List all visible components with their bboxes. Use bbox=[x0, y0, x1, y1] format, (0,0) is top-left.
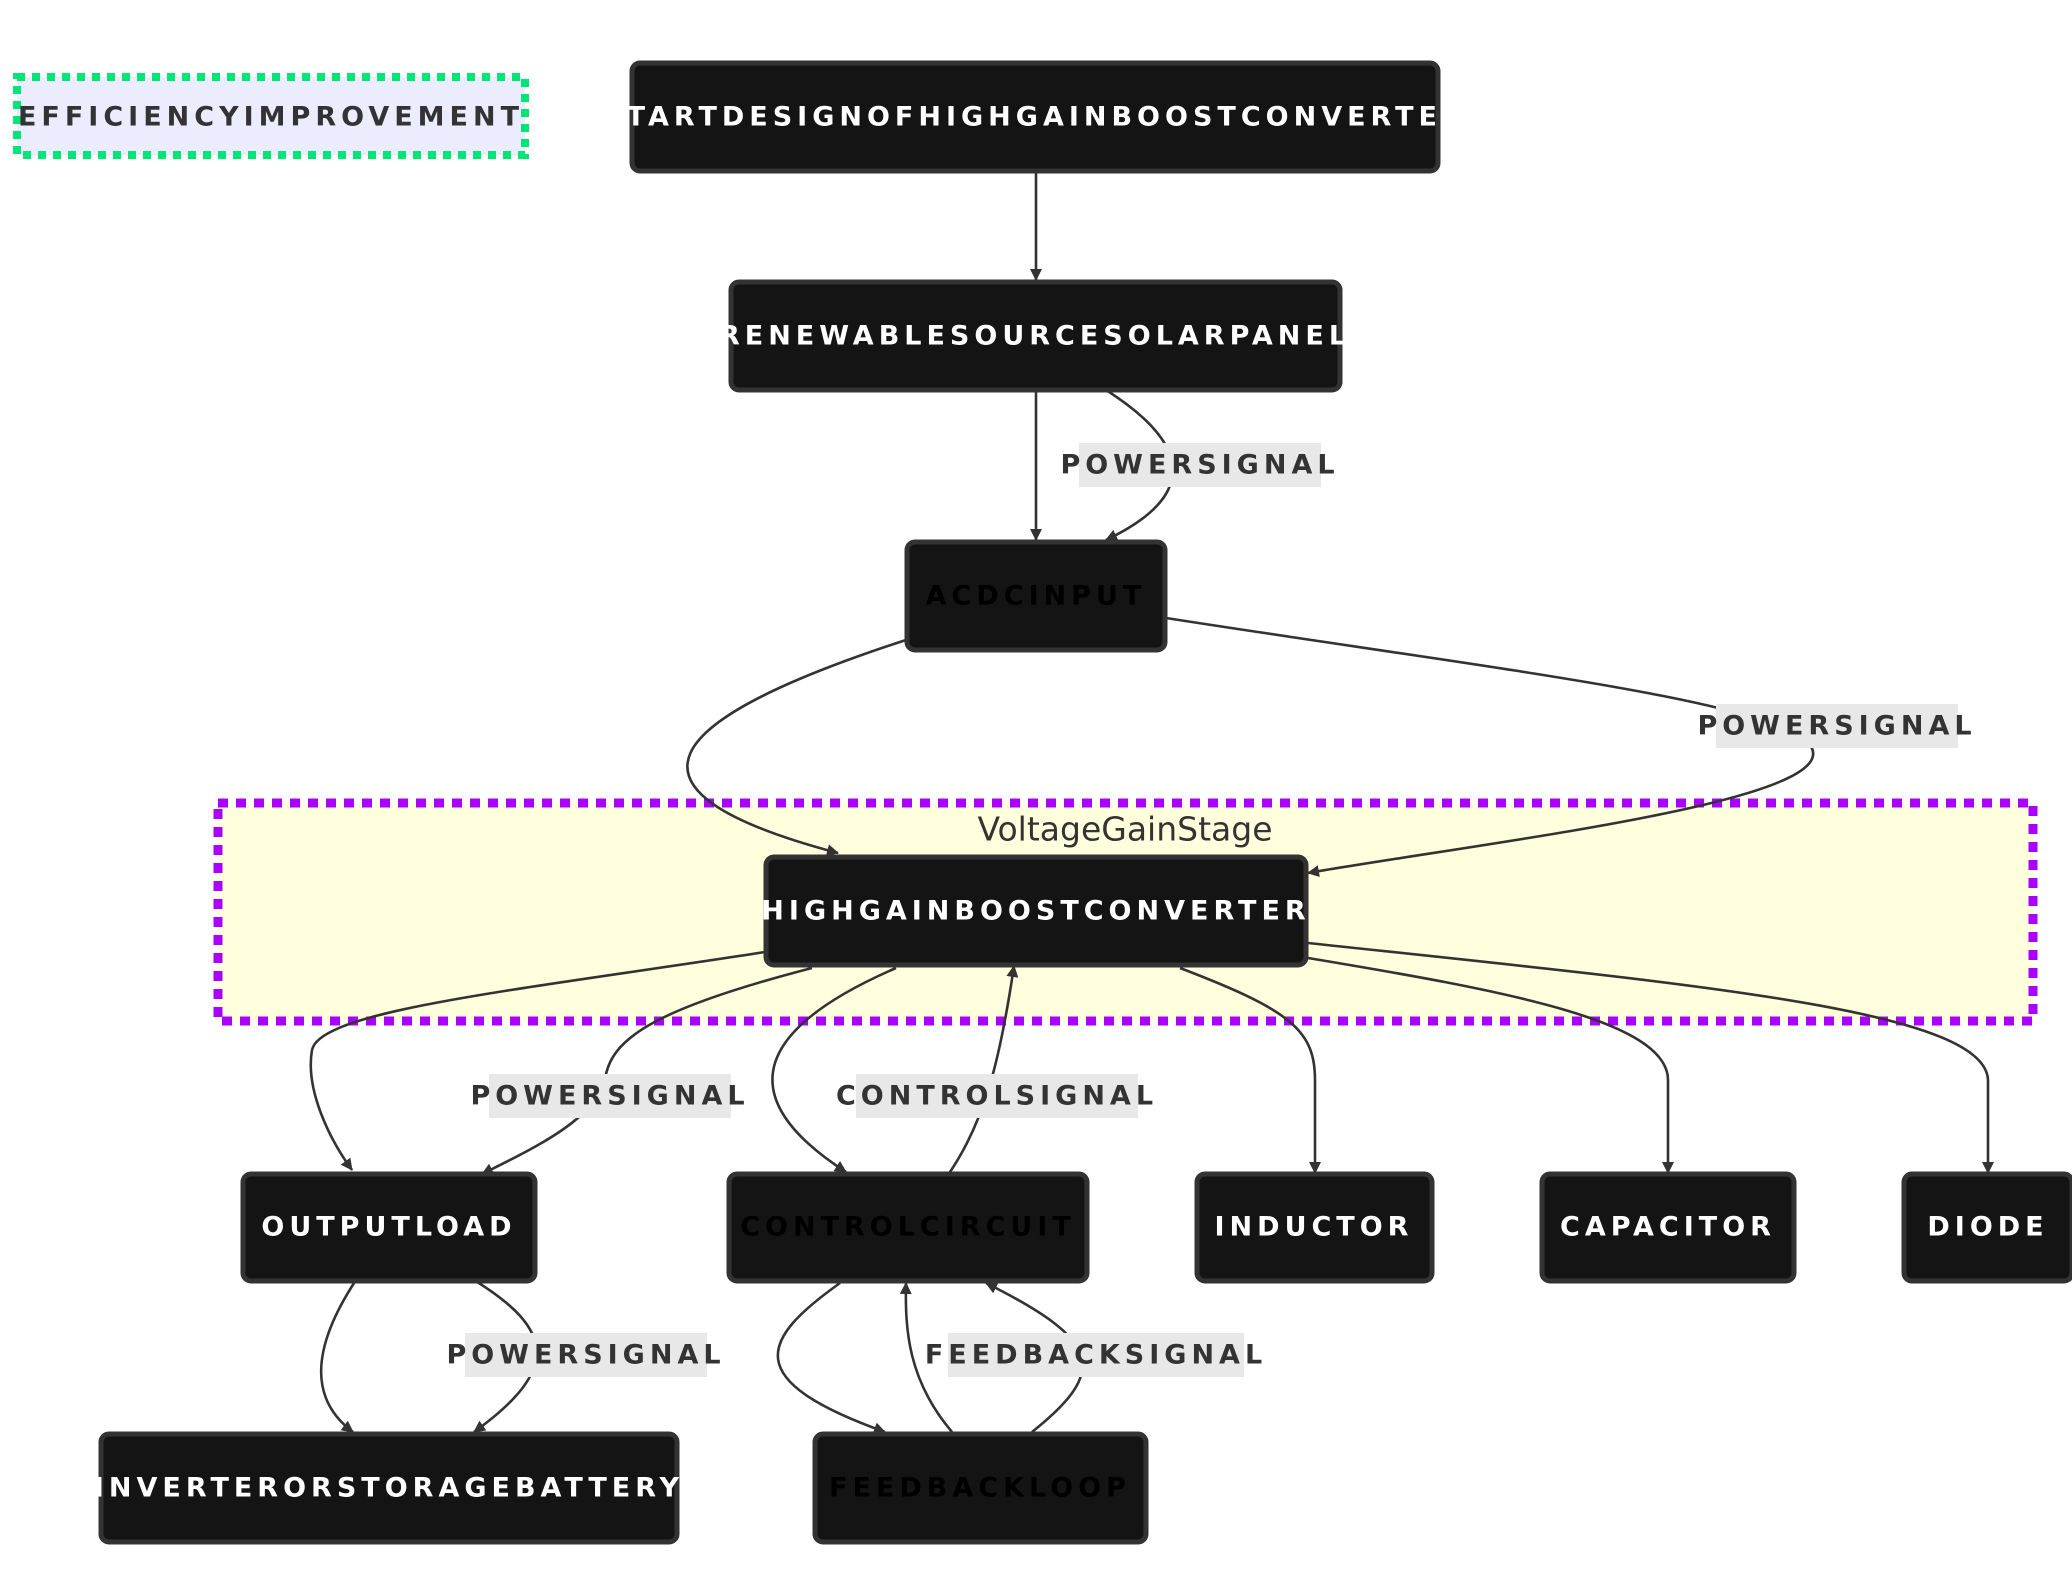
svg-text:OUTPUTLOAD: OUTPUTLOAD bbox=[261, 1212, 516, 1243]
svg-text:POWERSIGNAL: POWERSIGNAL bbox=[1060, 450, 1339, 481]
edges bbox=[309, 172, 1994, 1434]
svg-text:FEEDBACKLOOP: FEEDBACKLOOP bbox=[829, 1473, 1131, 1504]
edge-label-feedback-control: FEEDBACKSIGNAL bbox=[925, 1333, 1267, 1377]
node-acdc-input[interactable]: ACDCINPUT bbox=[904, 539, 1168, 653]
edge-control-feedback bbox=[776, 1281, 886, 1434]
edge-hgbc-diode bbox=[1307, 941, 1994, 1174]
svg-text:CONTROLCIRCUIT: CONTROLCIRCUIT bbox=[740, 1212, 1076, 1243]
edge-hgbc-output-labeled bbox=[481, 966, 813, 1176]
svg-text:POWERSIGNAL: POWERSIGNAL bbox=[446, 1340, 725, 1371]
edge-output-battery bbox=[319, 1279, 358, 1434]
edge-label-acdc-hgbc: POWERSIGNAL bbox=[1697, 704, 1976, 748]
node-capacitor[interactable]: CAPACITOR bbox=[1539, 1171, 1797, 1284]
svg-text:CONTROLSIGNAL: CONTROLSIGNAL bbox=[836, 1081, 1158, 1112]
svg-text:ACDCINPUT: ACDCINPUT bbox=[926, 581, 1147, 612]
node-high-gain-boost-converter[interactable]: HIGHGAINBOOSTCONVERTER bbox=[761, 854, 1310, 968]
node-diode[interactable]: DIODE bbox=[1901, 1171, 2072, 1284]
svg-text:INVERTERORSTORAGEBATTERY: INVERTERORSTORAGEBATTERY bbox=[94, 1473, 684, 1504]
svg-text:DIODE: DIODE bbox=[1927, 1212, 2048, 1243]
edge-label-control-hgbc: CONTROLSIGNAL bbox=[836, 1074, 1158, 1118]
node-control-circuit[interactable]: CONTROLCIRCUIT bbox=[726, 1171, 1090, 1284]
node-feedback-loop[interactable]: FEEDBACKLOOP bbox=[812, 1431, 1149, 1545]
node-inverter-storage-battery[interactable]: INVERTERORSTORAGEBATTERY bbox=[94, 1431, 684, 1545]
edge-label-hgbc-output: POWERSIGNAL bbox=[470, 1074, 749, 1118]
efficiency-improvement-note: EFFICIENCYIMPROVEMENT bbox=[13, 73, 529, 159]
svg-text:POWERSIGNAL: POWERSIGNAL bbox=[1697, 711, 1976, 742]
node-solar-panel[interactable]: RENEWABLESOURCESOLARPANEL bbox=[719, 279, 1351, 393]
svg-text:CAPACITOR: CAPACITOR bbox=[1560, 1212, 1776, 1243]
note-label: EFFICIENCYIMPROVEMENT bbox=[18, 102, 524, 133]
svg-text:HIGHGAINBOOSTCONVERTER: HIGHGAINBOOSTCONVERTER bbox=[761, 896, 1310, 927]
node-output-load[interactable]: OUTPUTLOAD bbox=[240, 1171, 538, 1284]
edge-label-solar-acdc: POWERSIGNAL bbox=[1060, 443, 1339, 487]
svg-text:RENEWABLESOURCESOLARPANEL: RENEWABLESOURCESOLARPANEL bbox=[719, 321, 1351, 352]
edge-hgbc-control bbox=[771, 966, 897, 1174]
svg-text:INDUCTOR: INDUCTOR bbox=[1215, 1212, 1414, 1243]
svg-text:STARTDESIGNOFHIGHGAINBOOSTCONV: STARTDESIGNOFHIGHGAINBOOSTCONVERTER bbox=[602, 102, 1468, 133]
cluster-title: VoltageGainStage bbox=[977, 810, 1272, 849]
edge-acdc-hgbc bbox=[686, 638, 907, 856]
edge-label-output-battery: POWERSIGNAL bbox=[446, 1333, 725, 1377]
node-inductor[interactable]: INDUCTOR bbox=[1194, 1171, 1435, 1284]
edge-hgbc-output bbox=[309, 950, 766, 1171]
edge-hgbc-capacitor bbox=[1307, 956, 1674, 1174]
svg-text:FEEDBACKSIGNAL: FEEDBACKSIGNAL bbox=[925, 1340, 1267, 1371]
svg-text:POWERSIGNAL: POWERSIGNAL bbox=[470, 1081, 749, 1112]
edge-feedback-control bbox=[899, 1282, 953, 1433]
edge-hgbc-inductor bbox=[1179, 966, 1321, 1174]
node-start[interactable]: STARTDESIGNOFHIGHGAINBOOSTCONVERTER bbox=[602, 60, 1468, 174]
